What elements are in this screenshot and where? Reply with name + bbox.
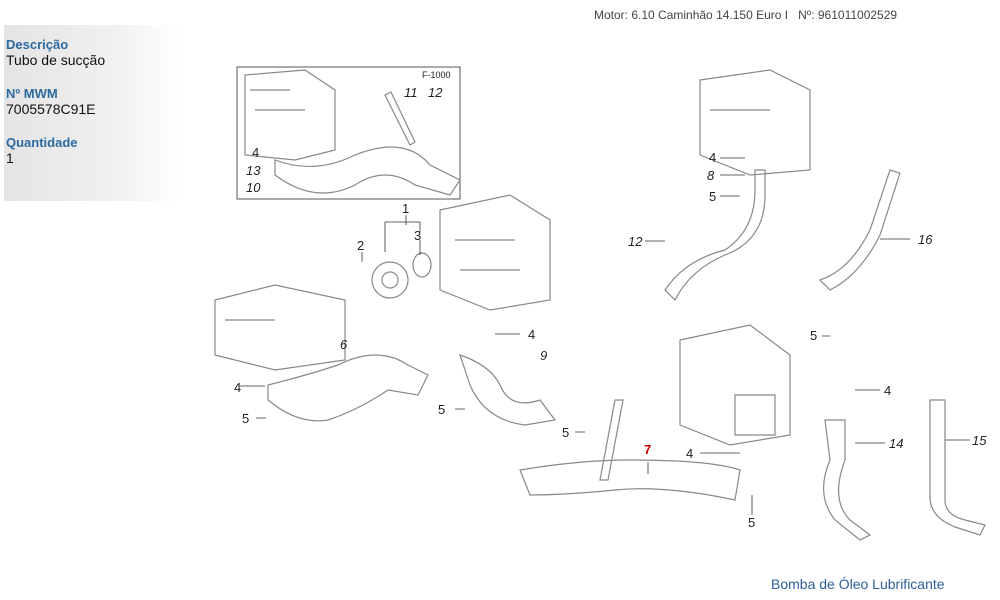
callout-4[interactable]: 4 bbox=[234, 380, 242, 395]
callout-4[interactable]: 4 bbox=[709, 150, 717, 165]
suction-tubes bbox=[267, 91, 986, 541]
callout-12[interactable]: 12 bbox=[428, 85, 443, 100]
callout-10[interactable]: 10 bbox=[246, 180, 261, 195]
callout-4[interactable]: 4 bbox=[884, 383, 892, 398]
callout-5[interactable]: 5 bbox=[242, 411, 250, 426]
engine-number: 961011002529 bbox=[817, 8, 898, 22]
callout-5[interactable]: 5 bbox=[562, 425, 570, 440]
callout-5[interactable]: 5 bbox=[748, 515, 756, 530]
callout-2[interactable]: 2 bbox=[357, 238, 365, 253]
callout-12[interactable]: 12 bbox=[628, 234, 643, 249]
callout-3[interactable]: 3 bbox=[414, 228, 422, 243]
number-label: Nº: bbox=[798, 8, 815, 22]
callout-8[interactable]: 8 bbox=[707, 168, 715, 183]
callout-13[interactable]: 13 bbox=[246, 163, 261, 178]
description-label: Descrição bbox=[6, 37, 69, 52]
engine-block-sketches bbox=[214, 69, 811, 446]
engine-model: Motor: 6.10 Caminhão 14.150 Euro I bbox=[594, 8, 789, 22]
callout-15[interactable]: 15 bbox=[972, 433, 987, 448]
callout-1[interactable]: 1 bbox=[402, 201, 410, 216]
callout-f1000[interactable]: F-1000 bbox=[422, 70, 451, 80]
leader-lines bbox=[240, 157, 970, 515]
callout-5[interactable]: 5 bbox=[438, 402, 446, 417]
callout-4[interactable]: 4 bbox=[252, 145, 260, 160]
oil-pump bbox=[371, 252, 432, 299]
mwm-value: 7005578C91E bbox=[6, 101, 96, 117]
inset-frame bbox=[236, 66, 461, 200]
engine-header: Motor: 6.10 Caminhão 14.150 Euro I Nº: 9… bbox=[594, 8, 897, 22]
quantity-label: Quantidade bbox=[6, 135, 78, 150]
callout-9[interactable]: 9 bbox=[540, 348, 548, 363]
callout-16[interactable]: 16 bbox=[918, 232, 933, 247]
callout-4[interactable]: 4 bbox=[686, 446, 694, 461]
part-info-panel: Descrição Tubo de sucção Nº MWM 7005578C… bbox=[4, 25, 182, 201]
callout-5[interactable]: 5 bbox=[709, 189, 717, 204]
callout-11[interactable]: 11 bbox=[404, 85, 418, 100]
assembly-title: Bomba de Óleo Lubrificante bbox=[771, 576, 945, 592]
callout-14[interactable]: 14 bbox=[889, 436, 904, 451]
callout-6[interactable]: 6 bbox=[340, 337, 348, 352]
callout-7-selected[interactable]: 7 bbox=[644, 442, 652, 457]
callout-5[interactable]: 5 bbox=[810, 328, 818, 343]
callout-4[interactable]: 4 bbox=[528, 327, 536, 342]
description-value: Tubo de sucção bbox=[6, 52, 106, 68]
mwm-label: Nº MWM bbox=[6, 86, 58, 101]
quantity-value: 1 bbox=[6, 150, 14, 166]
